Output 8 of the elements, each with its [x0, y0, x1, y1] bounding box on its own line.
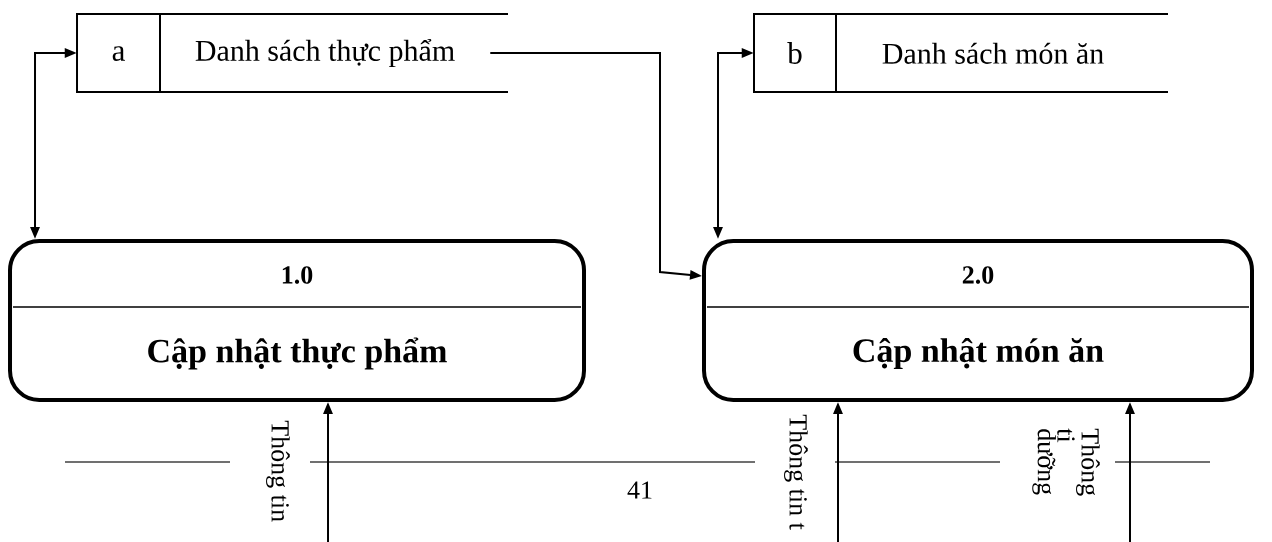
- page-number: 41: [627, 481, 652, 499]
- data-store: b Danh sách món ăn: [753, 13, 1169, 93]
- edge-label: Thông ti dưỡng: [1032, 428, 1100, 496]
- process-box: 2.0 Cập nhật món ăn: [702, 239, 1254, 402]
- edge-label: Thông tin: [266, 420, 290, 522]
- data-store: a Danh sách thực phẩm: [76, 13, 509, 93]
- process-box: 1.0 Cập nhật thực phẩm: [8, 239, 586, 402]
- edge-label: Thông tin t: [784, 414, 808, 530]
